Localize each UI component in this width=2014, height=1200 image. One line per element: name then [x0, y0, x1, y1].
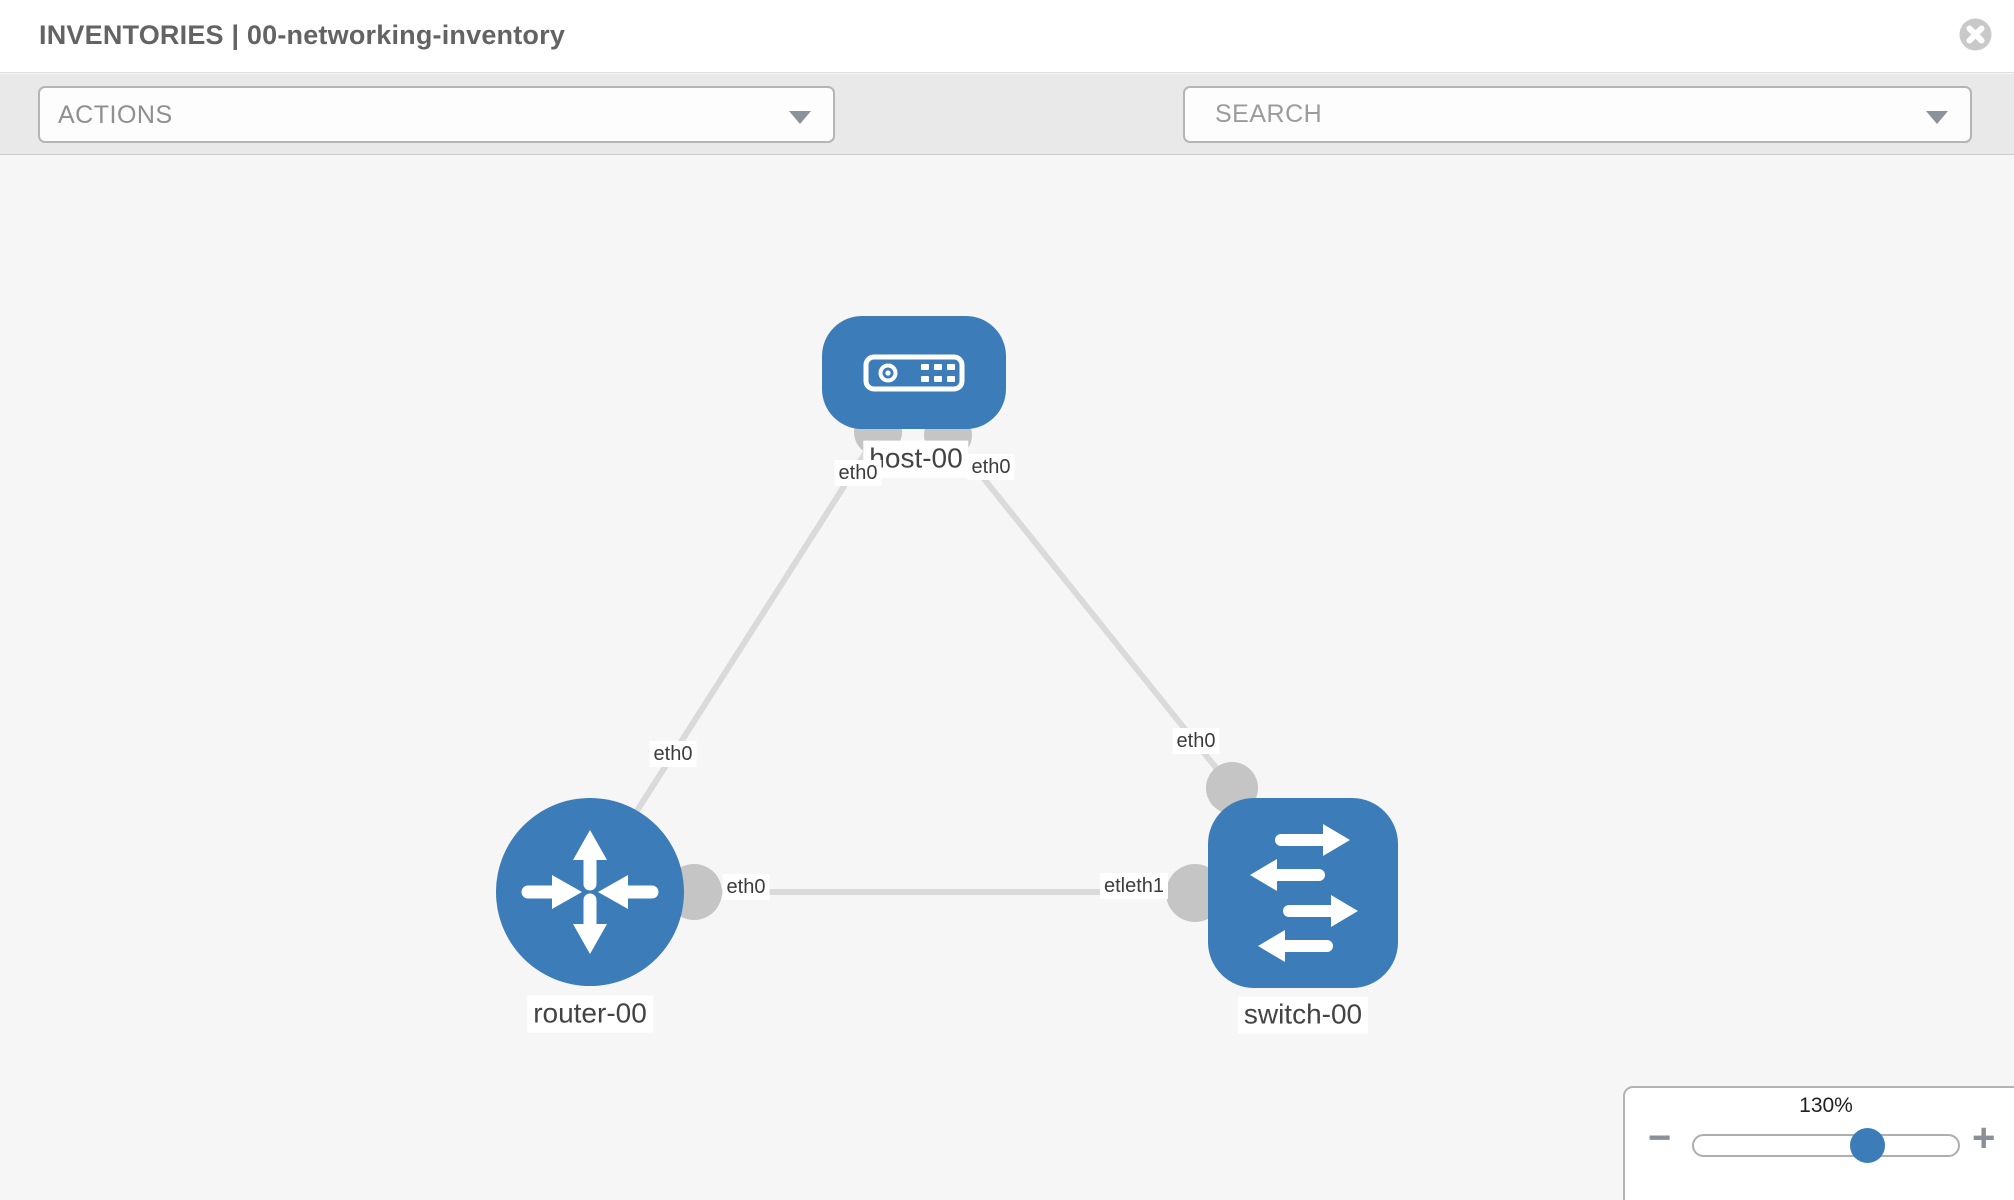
close-icon [1959, 18, 1992, 51]
actions-dropdown-label: ACTIONS [58, 101, 173, 129]
zoom-panel: 130% − + [1623, 1086, 2014, 1200]
link-host-router[interactable] [602, 431, 881, 863]
router-icon [521, 830, 659, 954]
topology-canvas[interactable]: host-00 router-00 switch-00 eth0 eth0 et… [0, 156, 2014, 1200]
chevron-down-icon [789, 111, 811, 124]
zoom-slider-thumb[interactable] [1850, 1128, 1885, 1163]
page-title: INVENTORIES | 00-networking-inventory [39, 20, 566, 50]
node-switch-00[interactable] [1208, 798, 1398, 988]
header: INVENTORIES | 00-networking-inventory [0, 0, 2014, 73]
zoom-out-button[interactable]: − [1648, 1116, 1672, 1160]
search-box [1183, 86, 1972, 143]
node-host-00[interactable] [822, 316, 1006, 429]
if-label-router-eth0-right: eth0 [722, 874, 770, 900]
node-label-switch-00[interactable]: switch-00 [1237, 996, 1369, 1034]
if-label-switch-eth0-top: eth0 [1172, 728, 1220, 754]
host-icon [863, 354, 965, 392]
if-label-router-eth0-top: eth0 [649, 741, 697, 767]
zoom-level-label: 130% [1799, 1094, 1853, 1117]
node-label-router-00[interactable]: router-00 [527, 995, 653, 1033]
if-label-host-eth0-left: eth0 [834, 460, 882, 486]
if-label-host-eth0-right: eth0 [967, 454, 1015, 480]
toolbar: ACTIONS [0, 74, 2014, 213]
search-input[interactable] [1185, 88, 1970, 141]
zoom-in-button[interactable]: + [1972, 1116, 1996, 1160]
switch-icon [1250, 824, 1358, 962]
zoom-slider[interactable] [1692, 1128, 1960, 1163]
actions-dropdown[interactable]: ACTIONS [38, 86, 835, 143]
close-button[interactable] [1959, 18, 1992, 51]
search-chevron-down-icon[interactable] [1926, 111, 1948, 124]
if-label-switch-eth1-left: etleth1 [1099, 873, 1169, 899]
node-router-00[interactable] [496, 798, 684, 986]
